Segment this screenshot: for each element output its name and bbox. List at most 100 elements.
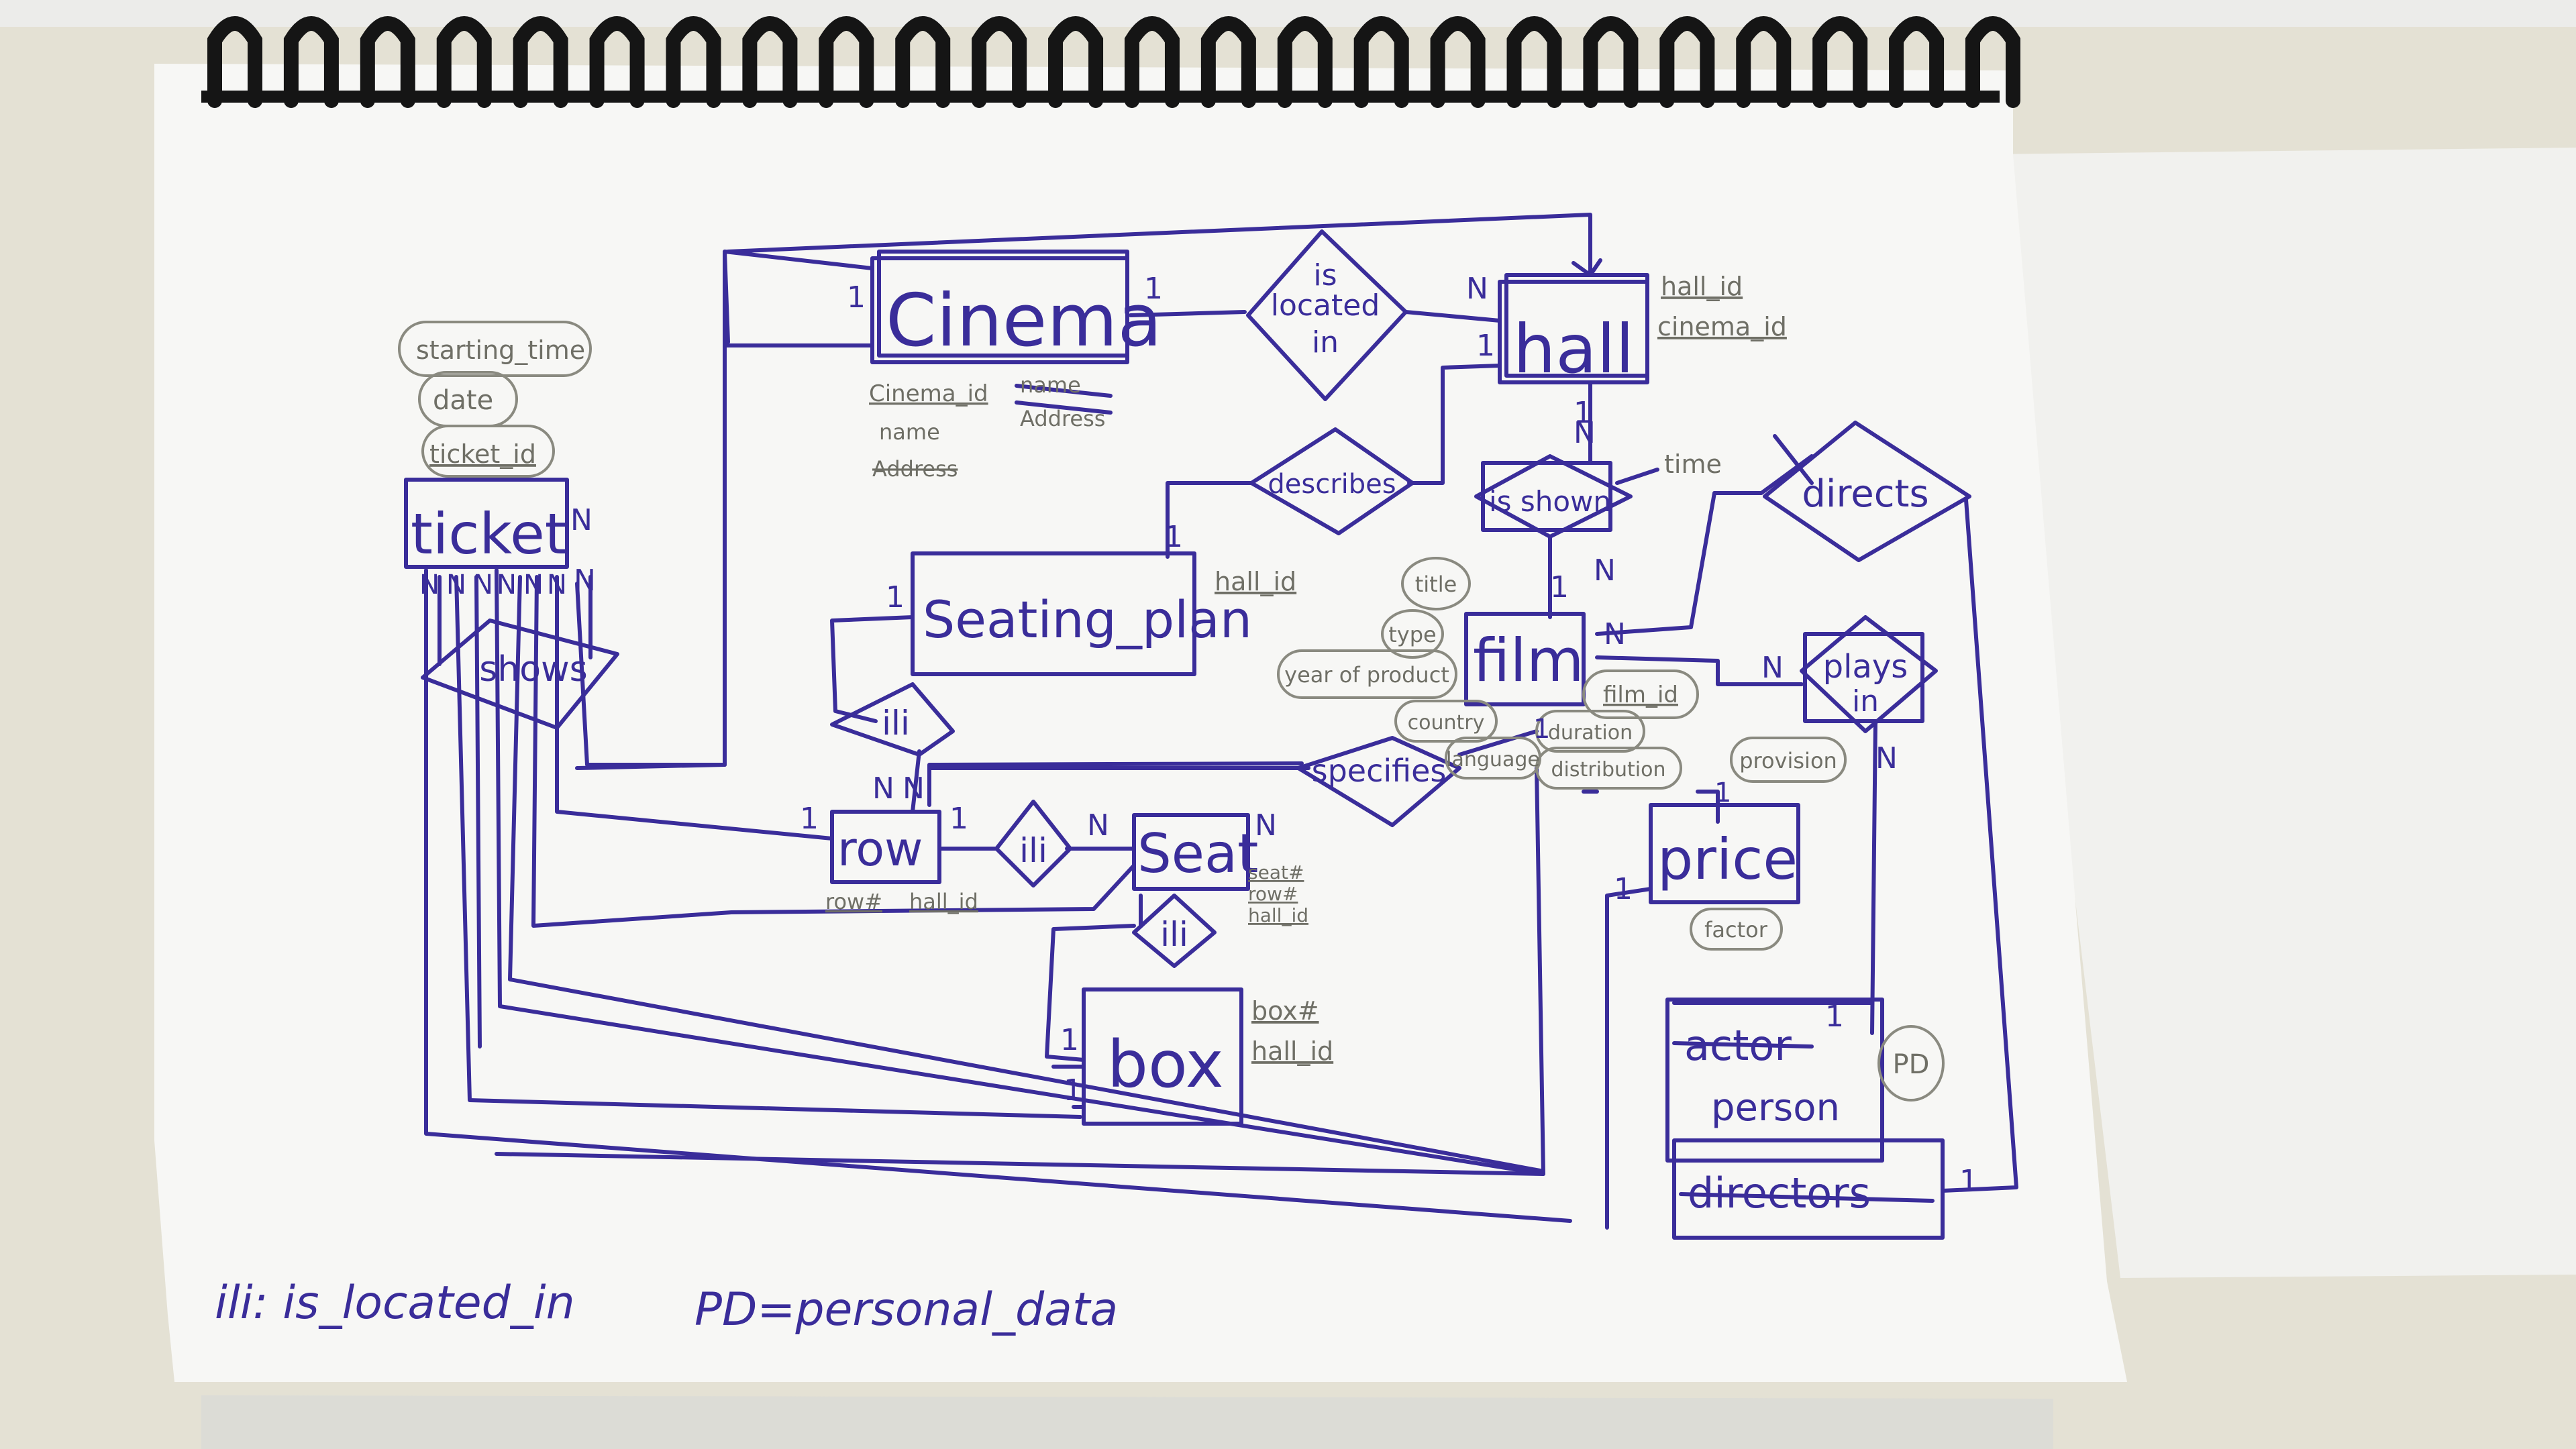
card-directs-directors: 1 xyxy=(1959,1164,1978,1198)
card-ticket-5: N xyxy=(523,570,544,600)
entity-seat xyxy=(1132,813,1250,891)
rel-shows xyxy=(421,619,619,730)
card-row-seat: 1 xyxy=(949,802,968,836)
attr-provision: provision xyxy=(1739,748,1837,773)
spiral-loop xyxy=(1583,16,1639,108)
price-label: price xyxy=(1657,826,1798,892)
entity-price xyxy=(1649,803,1800,904)
attr-seating-hall-id: hall_id xyxy=(1215,567,1296,596)
attr-row-hall-id: hall_id xyxy=(909,889,978,914)
attr-seat-row-number: row# xyxy=(1248,883,1298,905)
card-ticket-1: N xyxy=(419,570,440,600)
attr-ticket-id: ticket_id xyxy=(429,439,536,469)
spiral-loop xyxy=(742,16,798,108)
directs-label: directs xyxy=(1802,472,1928,516)
attr-film-id: film_id xyxy=(1603,682,1678,708)
card-ticket-2: N xyxy=(446,570,466,600)
attr-title: title xyxy=(1415,572,1457,597)
row-label: row xyxy=(837,822,923,877)
specifies-label: specifies xyxy=(1312,753,1447,789)
attr-factor: factor xyxy=(1704,917,1768,943)
entity-seating-plan xyxy=(911,551,1196,676)
card-actor-plays: 1 xyxy=(1825,1000,1844,1034)
hall-label: hall xyxy=(1513,310,1634,388)
spiral-loop xyxy=(1277,16,1333,108)
attr-hall-id: hall_id xyxy=(1661,272,1743,301)
paper-sheet xyxy=(154,64,2127,1382)
spiral-loop xyxy=(666,16,721,108)
spiral-loop xyxy=(513,16,568,108)
shows-label: shows xyxy=(479,649,587,690)
card-ticket-shows-right: N xyxy=(574,564,596,598)
rel-describes xyxy=(1249,427,1414,535)
attr-distribution: distribution xyxy=(1551,758,1666,782)
card-film-shown-1: 1 xyxy=(1550,570,1569,604)
attr-language: language xyxy=(1446,748,1540,771)
entity-labels: Cinema hall ticket Seating_plan film row… xyxy=(411,279,1871,1218)
card-hall-shown-n: N xyxy=(1574,416,1596,450)
entity-ticket xyxy=(404,478,569,569)
card-seat-right: N xyxy=(1255,808,1277,843)
film-label: film xyxy=(1473,626,1584,695)
attr-cinema-id: Cinema_id xyxy=(869,380,988,407)
plays-in-label-1: plays xyxy=(1823,648,1908,686)
spiral-loop xyxy=(1353,16,1409,108)
card-film-shown: N xyxy=(1594,553,1616,588)
card-ticket-right: N xyxy=(570,503,593,537)
card-plays-actor: N xyxy=(1875,741,1898,775)
attr-pd: PD xyxy=(1893,1049,1930,1080)
attr-time: time xyxy=(1664,449,1722,479)
spiral-loop xyxy=(1812,16,1868,108)
card-row-ili-n2: N xyxy=(903,771,925,806)
cardinality-labels: 1 1 N 1 1 N 1 1 N 1 N N N 1 1 1 1 1 N N … xyxy=(419,272,1978,1198)
rel-ili-row-seat xyxy=(994,800,1072,888)
rel-ili-seat-box xyxy=(1132,894,1217,968)
card-hall-shown: 1 xyxy=(1574,396,1592,430)
card-ticket-3: N xyxy=(473,570,493,600)
spiral-loop xyxy=(1736,16,1792,108)
relationship-labels: is located in describes is shown directs… xyxy=(479,258,1928,954)
plays-in-label-2: in xyxy=(1852,684,1879,718)
spiral-loop xyxy=(1430,16,1486,108)
card-film-plays: N xyxy=(1761,651,1784,685)
rel-is-shown xyxy=(1474,454,1633,539)
legend: ili: is_located_in PD=personal_data xyxy=(215,1277,1118,1336)
ili-seating-label: ili xyxy=(882,704,910,743)
card-film-directs: N xyxy=(1604,617,1626,651)
attr-cinema-address: Address xyxy=(872,456,958,482)
attr-seat-number: seat# xyxy=(1248,861,1304,883)
attribute-ovals xyxy=(398,321,1945,1102)
attr-seat-hall-id: hall_id xyxy=(1248,904,1308,926)
card-cinema-located: 1 xyxy=(1144,272,1163,306)
spiral-binding xyxy=(201,16,2020,108)
attr-box-number: box# xyxy=(1251,996,1319,1026)
attr-duration: duration xyxy=(1548,721,1633,745)
card-hall-describes: 1 xyxy=(1476,329,1495,363)
legend-pd: PD=personal_data xyxy=(694,1283,1118,1336)
spiral-loop xyxy=(895,16,951,108)
seating-plan-label: Seating_plan xyxy=(923,590,1252,649)
attr-row-number: row# xyxy=(825,889,882,914)
rel-is-located-in xyxy=(1246,229,1408,401)
card-seating-ili: 1 xyxy=(886,580,905,614)
ticket-label: ticket xyxy=(411,501,567,567)
person-label: person xyxy=(1711,1086,1840,1130)
attr-starting-time: starting_time xyxy=(416,335,585,365)
seat-label: Seat xyxy=(1137,822,1258,885)
spiral-loop xyxy=(283,16,339,108)
cinema-label: Cinema xyxy=(886,279,1162,363)
ili-row-seat-label: ili xyxy=(1019,831,1047,870)
attr-date: date xyxy=(433,385,493,416)
ili-seat-box-label: ili xyxy=(1160,915,1188,954)
relationship-lines xyxy=(424,213,2018,1230)
describes-label: describes xyxy=(1268,469,1396,500)
is-located-in-label-3: in xyxy=(1312,325,1339,360)
rel-directs xyxy=(1763,421,1971,562)
card-price-top: 1 xyxy=(1714,777,1731,808)
attr-country: country xyxy=(1408,711,1485,735)
attr-hall-cinema-id: cinema_id xyxy=(1657,312,1787,341)
card-box-ticket: 1 xyxy=(1064,1073,1082,1108)
is-located-in-label-1: is xyxy=(1313,258,1337,292)
